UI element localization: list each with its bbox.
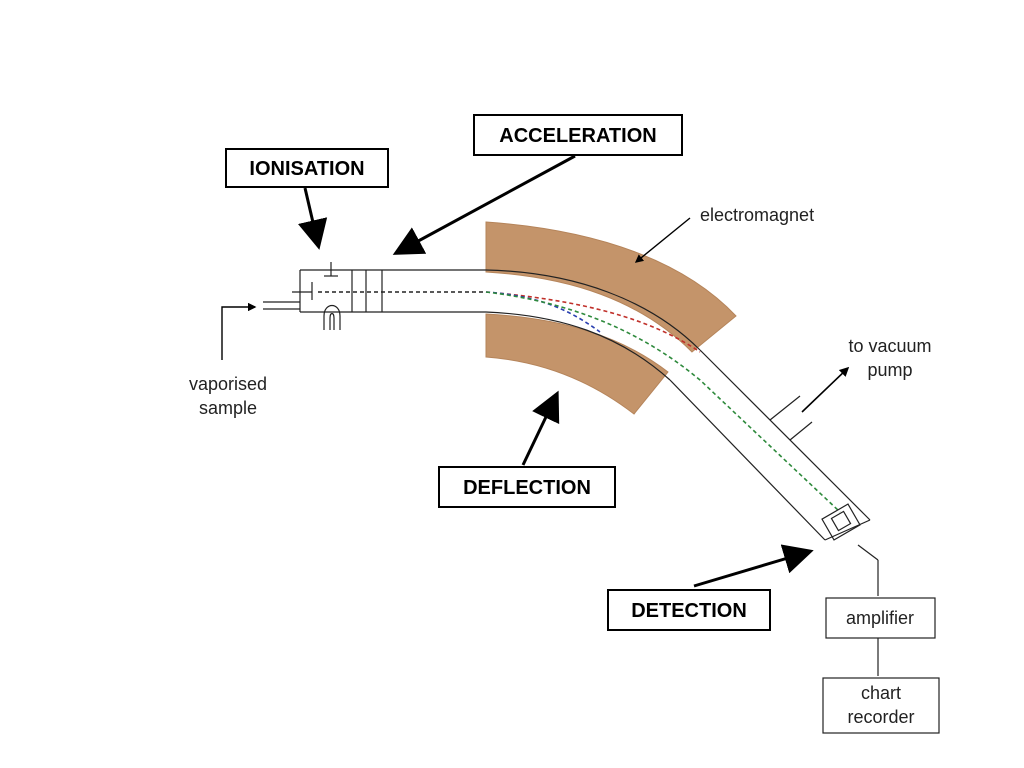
chart-recorder-label-line2: recorder [847,707,914,727]
sample-label-line1: vaporised [189,374,267,394]
deflection-box [438,466,616,508]
acceleration-box [473,114,683,156]
chart-recorder-box [822,677,940,734]
ionisation-box [225,148,389,188]
deflection-arrow [521,390,560,466]
ionisation-label: IONISATION [249,158,364,180]
detection-box [607,589,771,631]
vacuum-label-line2: pump [867,360,912,380]
ionisation-arrow [297,187,328,250]
electromagnet-pointer [634,217,691,263]
sample-inlet-pointer [221,302,257,360]
vacuum-label-line1: to vacuum [848,336,931,356]
detection-label: DETECTION [631,600,747,622]
vacuum-arrow [801,366,850,413]
amplifier-box [825,597,936,639]
detector [821,503,879,676]
acceleration-label: ACCELERATION [499,125,656,147]
amplifier-label: amplifier [846,608,914,628]
vacuum-port [769,395,813,441]
acceleration-arrow [392,154,576,255]
electromagnet-lower-pole [485,313,669,415]
electromagnet-upper-pole [485,221,737,353]
ionisation-chamber [263,262,383,330]
ion-beam [318,291,841,513]
detection-arrow [693,544,814,588]
chart-recorder-label-line1: chart [861,683,901,703]
deflection-label: DEFLECTION [463,477,591,499]
ion-path-green [485,291,841,513]
sample-label-line2: sample [199,398,257,418]
electromagnet-label: electromagnet [700,205,814,225]
